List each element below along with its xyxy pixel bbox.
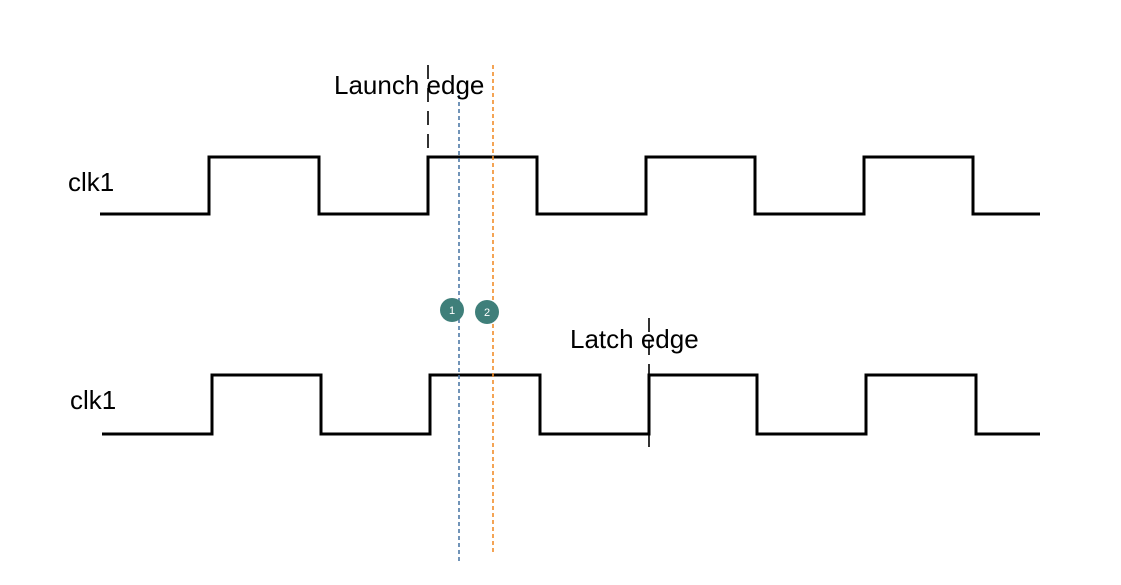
clk1-label-top: clk1 (68, 167, 115, 197)
marker-badge-2: 2 (475, 300, 499, 324)
clk1-waveform-top (100, 155, 1040, 216)
latch-edge-label: Latch edge (570, 324, 699, 354)
marker-badge-1: 1 (440, 298, 464, 322)
marker-badge-2-label: 2 (484, 307, 490, 319)
clk1-waveform-bottom (102, 373, 1040, 436)
launch-edge-label: Launch edge (334, 70, 485, 100)
clk1-label-bottom: clk1 (70, 385, 117, 415)
marker-badge-1-label: 1 (449, 305, 455, 317)
